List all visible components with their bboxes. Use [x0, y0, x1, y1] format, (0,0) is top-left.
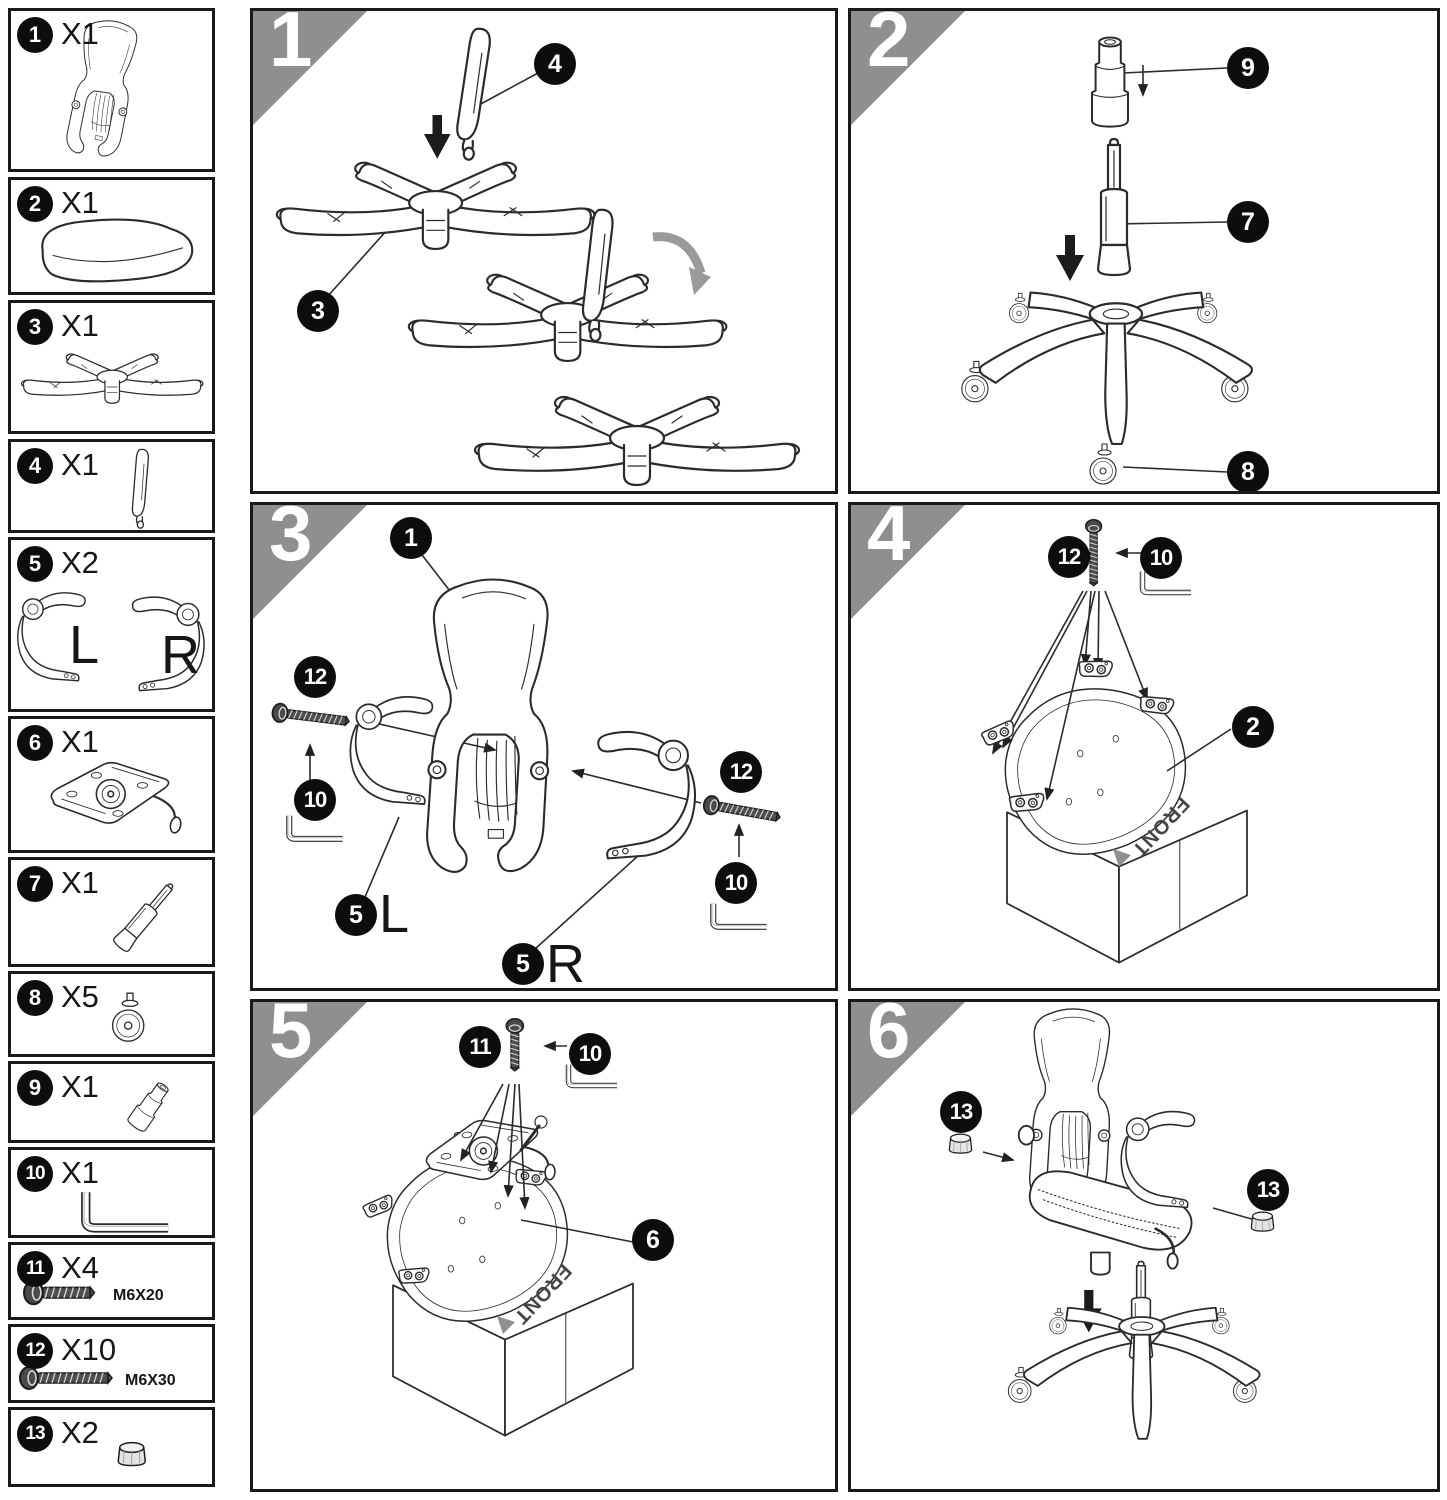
- step-corner-triangle: [253, 505, 367, 619]
- parts-list-item-8: 8 X5: [8, 971, 215, 1057]
- step-number: 2: [867, 8, 911, 83]
- callout-part-3: 3: [297, 290, 339, 332]
- part-number-badge: 3: [17, 309, 53, 345]
- callout-part-9: 9: [1227, 47, 1269, 89]
- callout-part-13-right: 13: [1247, 1169, 1289, 1211]
- callout-part-6: 6: [632, 1219, 674, 1261]
- part-number-badge: 10: [17, 1156, 53, 1192]
- callout-part-10: 10: [569, 1033, 611, 1075]
- step-panel-6: 6 13 13: [848, 999, 1440, 1492]
- part-qty-label: X1: [61, 308, 99, 343]
- armrest-left-label: L: [69, 615, 100, 675]
- callout-part-7: 7: [1227, 201, 1269, 243]
- part-qty-label: X1: [61, 724, 99, 759]
- parts-list-item-3: 3 X1: [8, 300, 215, 434]
- step-panel-4: 4 12 10 2 FRONT: [848, 502, 1440, 991]
- step-number: 6: [867, 999, 911, 1074]
- parts-list-item-11: 11 X4 M6X20: [8, 1242, 215, 1320]
- parts-list-item-5: 5 X2 L R: [8, 537, 215, 712]
- armrest-right-letter: R: [546, 934, 585, 991]
- callout-part-13-left: 13: [940, 1091, 982, 1133]
- step-corner-triangle: [851, 1002, 965, 1116]
- step-number: 3: [269, 502, 313, 577]
- front-arrow-icon: [497, 1316, 515, 1334]
- step-panel-3: 3 1 12 10 5 L 12 10 5 R: [250, 502, 838, 991]
- down-arrow-icon: [423, 115, 451, 159]
- part-qty-label: X1: [61, 865, 99, 900]
- callout-part-12-left: 12: [294, 656, 336, 698]
- step4-illustration: [979, 518, 1248, 964]
- parts-list-item-4: 4 X1: [8, 439, 215, 533]
- step-panel-1: 1 4 3: [250, 8, 838, 494]
- callout-part-5-right: 5: [502, 943, 544, 985]
- part-qty-label: X1: [61, 16, 99, 51]
- front-arrow-icon: [1113, 849, 1131, 867]
- callout-part-2: 2: [1232, 706, 1274, 748]
- part-number-badge: 6: [17, 725, 53, 761]
- screw-size-label: M6X20: [113, 1287, 164, 1304]
- callout-part-5-left: 5: [335, 894, 377, 936]
- part-qty-label: X10: [61, 1332, 117, 1367]
- callout-part-11: 11: [459, 1026, 501, 1068]
- part-number-badge: 12: [17, 1333, 53, 1369]
- step6-illustration: [948, 1002, 1275, 1489]
- callout-part-1: 1: [390, 517, 432, 559]
- part-number-badge: 11: [17, 1251, 53, 1287]
- part-number-badge: 1: [17, 17, 53, 53]
- step-panel-2: 2 9 7 8: [848, 8, 1440, 494]
- parts-list-item-2: 2 X1: [8, 177, 215, 295]
- callout-part-10-right: 10: [715, 862, 757, 904]
- part-qty-label: X5: [61, 979, 99, 1014]
- parts-list-item-7: 7 X1: [8, 857, 215, 967]
- callout-part-8: 8: [1227, 451, 1269, 491]
- part-number-badge: 4: [17, 448, 53, 484]
- armrest-right-label: R: [161, 625, 200, 685]
- part-qty-label: X1: [61, 1069, 99, 1104]
- part-qty-label: X2: [61, 545, 99, 580]
- part-qty-label: X1: [61, 185, 99, 220]
- screw-size-label: M6X30: [125, 1372, 176, 1389]
- step-number: 1: [269, 8, 313, 83]
- callout-part-12: 12: [1048, 536, 1090, 578]
- step5-illustration: [361, 1018, 634, 1437]
- step-number: 5: [269, 999, 313, 1074]
- part-qty-label: X1: [61, 1155, 99, 1190]
- right-arrow-icon: [982, 1151, 1015, 1163]
- seat-cushion-icon: [41, 218, 194, 283]
- parts-list-item-9: 9 X1: [8, 1061, 215, 1143]
- part-qty-label: X1: [61, 447, 99, 482]
- parts-list-item-12: 12 X10 M6X30: [8, 1324, 215, 1403]
- armrest-left-letter: L: [379, 884, 410, 944]
- rotate-arrow-icon: [652, 232, 706, 275]
- step-corner-triangle: [253, 1002, 367, 1116]
- part-number-badge: 2: [17, 186, 53, 222]
- step-number: 4: [867, 502, 911, 577]
- part-number-badge: 5: [17, 546, 53, 582]
- part-qty-label: X4: [61, 1250, 99, 1285]
- part-qty-label: X2: [61, 1415, 99, 1450]
- callout-part-10-left: 10: [294, 779, 336, 821]
- parts-list-item-1: 1 X1: [8, 8, 215, 172]
- parts-list-item-6: 6 X1: [8, 716, 215, 853]
- callout-part-10: 10: [1140, 537, 1182, 579]
- part-number-badge: 13: [17, 1416, 53, 1452]
- step-corner-triangle: [253, 11, 367, 125]
- step-corner-triangle: [851, 505, 965, 619]
- step-panel-5: 5 11 10 6 FRONT: [250, 999, 838, 1492]
- parts-list-item-10: 10 X1: [8, 1147, 215, 1238]
- step3-illustration: [270, 550, 783, 950]
- part-number-badge: 7: [17, 866, 53, 902]
- step-corner-triangle: [851, 11, 965, 125]
- callout-part-12-right: 12: [720, 751, 762, 793]
- part-number-badge: 8: [17, 980, 53, 1016]
- down-arrow-icon: [1056, 235, 1084, 281]
- callout-part-4: 4: [534, 43, 576, 85]
- parts-list-item-13: 13 X2: [8, 1407, 215, 1487]
- step2-illustration: [851, 36, 1437, 485]
- part-number-badge: 9: [17, 1070, 53, 1106]
